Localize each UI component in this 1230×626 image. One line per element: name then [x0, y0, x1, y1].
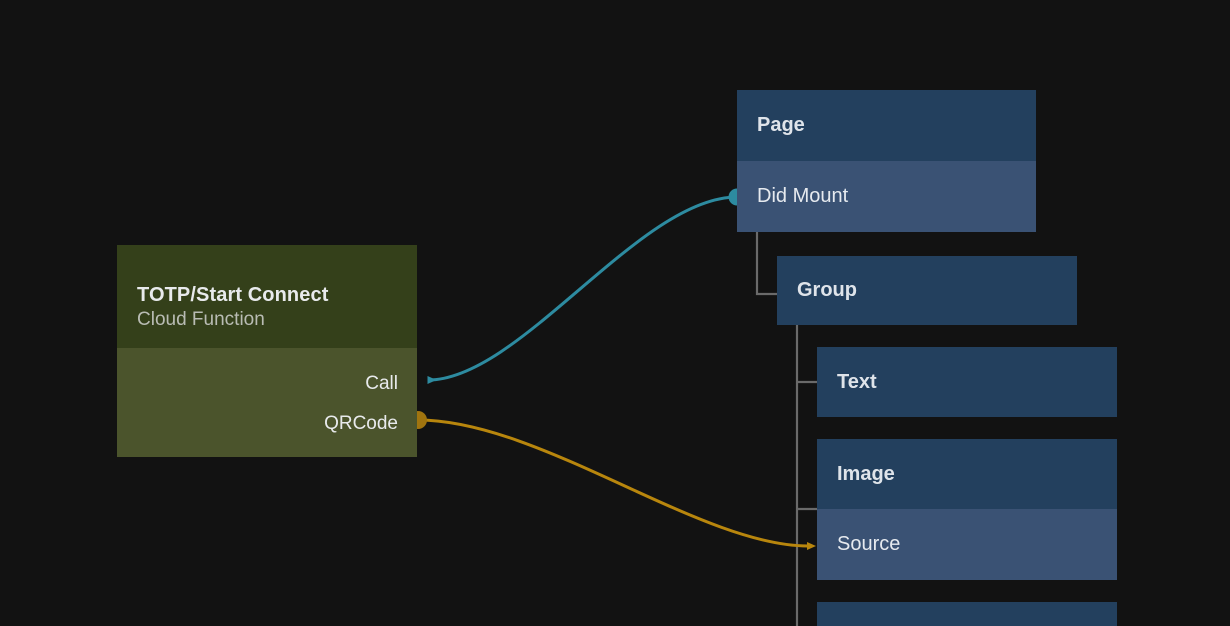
text-node-title-row: Text [817, 347, 1117, 417]
group-node-title-row: Group [777, 256, 1077, 325]
image-node-title-row: Image [817, 439, 1117, 509]
port-label-did-mount: Did Mount [757, 185, 849, 207]
page-node-title-row: Page [737, 90, 1036, 161]
function-node-header: TOTP/Start Connect Cloud Function [117, 245, 417, 348]
port-label-qrcode: QRCode [324, 412, 398, 434]
port-row-source[interactable]: Source [817, 509, 1117, 580]
node-group[interactable]: Group [777, 256, 1077, 325]
function-node-subtitle: Cloud Function [137, 309, 265, 331]
port-label-source: Source [837, 533, 901, 555]
node-page[interactable]: Page Did Mount [737, 90, 1036, 232]
node-cloud-function[interactable]: TOTP/Start Connect Cloud Function Call Q… [117, 245, 417, 457]
tree-line-page-to-group [755, 232, 777, 296]
edge-qrcode-to-source[interactable] [417, 418, 816, 550]
page-node-title: Page [757, 114, 805, 136]
function-node-title: TOTP/Start Connect [137, 284, 329, 307]
port-label-call: Call [365, 372, 398, 394]
node-text[interactable]: Text [817, 347, 1117, 417]
text-node-title: Text [837, 370, 877, 393]
image-node-title: Image [837, 462, 895, 485]
port-row-did-mount[interactable]: Did Mount [737, 161, 1036, 232]
edge-didmount-to-call[interactable] [427, 195, 738, 385]
port-row-qrcode[interactable]: QRCode [117, 404, 417, 443]
node-image[interactable]: Image Source [817, 439, 1117, 580]
port-row-call[interactable]: Call [117, 364, 417, 403]
group-node-title: Group [797, 279, 857, 301]
node-partial-offscreen[interactable] [817, 602, 1117, 626]
